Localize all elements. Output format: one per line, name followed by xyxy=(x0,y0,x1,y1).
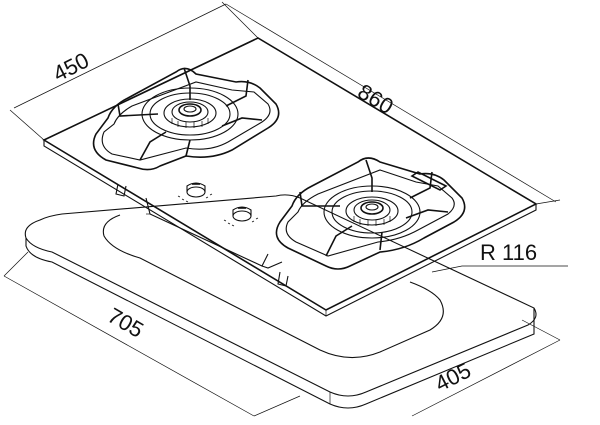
left-burner xyxy=(92,67,280,171)
dimension-450: 450 xyxy=(9,1,259,141)
dimension-405: 405 xyxy=(411,319,561,417)
corner-radius-label: R 116 xyxy=(480,240,537,265)
right-knob xyxy=(223,206,259,227)
left-knob xyxy=(177,182,213,203)
width-label: 860 xyxy=(353,79,397,119)
dimension-radius: R 116 xyxy=(431,240,568,273)
hob-body xyxy=(115,183,289,287)
dimension-705: 705 xyxy=(3,251,301,417)
depth-label: 450 xyxy=(49,48,93,87)
cutout-depth-label: 405 xyxy=(431,358,475,397)
cutout-width-label: 705 xyxy=(104,303,148,343)
control-knobs xyxy=(177,182,259,227)
right-burner xyxy=(275,157,466,270)
countertop xyxy=(24,194,537,409)
